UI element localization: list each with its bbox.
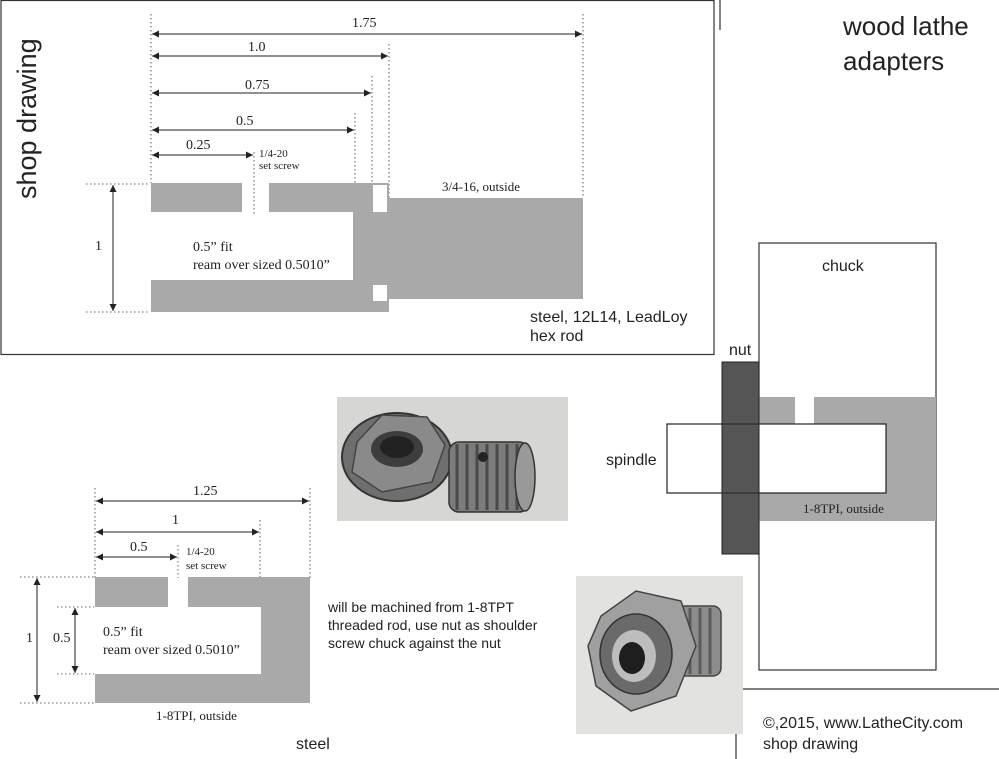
adapter2-fit-line2: ream over sized 0.5010” — [103, 643, 240, 658]
photo-nut-and-adapter — [337, 397, 568, 521]
adapter1-dim-0-75: 0.75 — [245, 78, 270, 93]
adapter1-dim-0-5: 0.5 — [236, 114, 254, 129]
adapter1-dim-0-25: 0.25 — [186, 138, 211, 153]
adapter1-material-line2: hex rod — [530, 328, 583, 345]
note-line3: screw chuck against the nut — [328, 635, 501, 651]
adapter2-thread-label: 1-8TPI, outside — [156, 708, 237, 723]
adapter1-fit-line1: 0.5” fit — [193, 240, 233, 255]
adapter2-bore-dim: 0.5 — [53, 631, 71, 646]
adapter1-set-screw-line2: set screw — [259, 160, 300, 172]
adapter1-height-dim: 1 — [95, 239, 102, 254]
vertical-title: shop drawing — [12, 38, 42, 199]
adapter2-dim-0-5: 0.5 — [130, 540, 148, 555]
adapter2-fit-line1: 0.5” fit — [103, 625, 143, 640]
adapter1-fit-line2: ream over sized 0.5010” — [193, 258, 330, 273]
adapter2-dim-1-25: 1.25 — [193, 484, 218, 499]
adapter1-thread-label: 3/4-16, outside — [442, 179, 520, 194]
note-line1: will be machined from 1-8TPT — [327, 599, 514, 615]
adapter1-part — [151, 183, 583, 312]
footer-subtitle: shop drawing — [763, 736, 858, 753]
nut-label: nut — [729, 342, 752, 359]
footer-copyright: ©,2015, www.LatheCity.com — [763, 715, 963, 732]
adapter2-dimension-lines — [33, 497, 309, 702]
spindle-label: spindle — [606, 452, 657, 469]
adapter2-extension-lines — [20, 488, 311, 704]
assembly-thread-label: 1-8TPI, outside — [803, 501, 884, 516]
main-title-line2: adapters — [843, 46, 944, 76]
adapter2-dim-1: 1 — [172, 513, 179, 528]
adapter1-dimension-lines — [109, 30, 582, 311]
note-line2: threaded rod, use nut as shoulder — [328, 617, 538, 633]
photo-assembled-adapter — [576, 576, 743, 734]
adapter1-material-line1: steel, 12L14, LeadLoy — [530, 309, 687, 326]
adapter2-set-screw-line1: 1/4-20 — [186, 546, 215, 558]
adapter1-part-gaps — [373, 185, 387, 301]
set-screw-gap — [795, 397, 814, 424]
nut-block — [721, 361, 760, 555]
adapter1-set-screw-line1: 1/4-20 — [259, 148, 288, 160]
main-title-line1: wood lathe — [842, 11, 969, 41]
adapter2-part — [95, 577, 310, 703]
adapter2-height-dim: 1 — [26, 631, 33, 646]
adapter1-dim-1-0: 1.0 — [248, 40, 266, 55]
adapter2-material: steel — [296, 736, 330, 753]
chuck-label: chuck — [822, 258, 865, 275]
adapter2-set-screw-line2: set screw — [186, 560, 227, 572]
spindle-shaft — [666, 423, 887, 494]
adapter1-extension-lines — [86, 14, 584, 313]
adapter1-dim-1-75: 1.75 — [352, 16, 377, 31]
